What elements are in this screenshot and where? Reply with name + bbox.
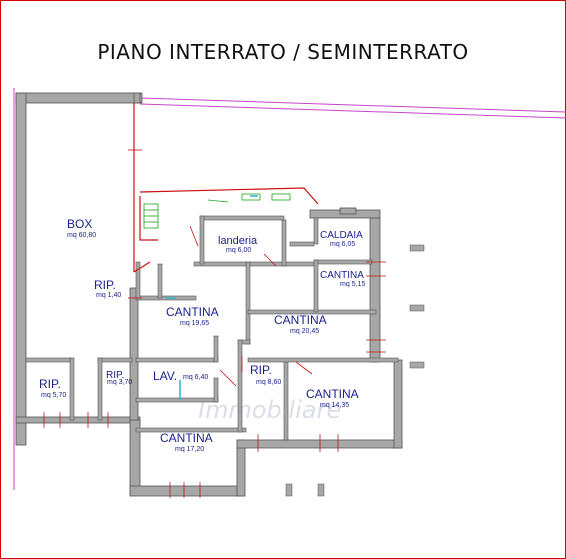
room-box-area: mq 60,80 [67,232,96,239]
interior-walls [25,215,399,441]
vents [166,195,258,400]
room-cantina4-name: CANTINA [306,387,359,401]
room-lav-area: mq 6,40 [183,374,208,381]
room-rip3-name: RIP. [106,370,124,381]
room-box-name: BOX [67,217,92,231]
room-cantina3-name: CANTINA [274,313,327,327]
room-rip1-area: mq 1,40 [96,292,121,299]
room-rip4-area: mq 8,60 [256,379,281,386]
property-boundary [13,88,566,490]
room-rip4-name: RIP. [250,363,272,377]
outer-walls [15,92,403,497]
stairs [143,193,291,229]
room-cantina1-area: mq 19,65 [180,320,209,327]
room-cantina2-name: CANTINA [320,270,364,281]
openings [43,149,386,498]
room-caldaia-area: mq 6,05 [330,241,355,248]
room-rip2-area: mq 5,70 [41,392,66,399]
room-lavanderia-name: landeria [218,235,258,247]
room-cantina1-name: CANTINA [166,305,219,319]
ramp-outline [133,103,319,273]
room-lavanderia-area: mq 6,00 [226,247,251,254]
page-title: PIANO INTERRATO / SEMINTERRATO [97,40,469,64]
room-cantina5-name: CANTINA [160,431,213,445]
external-posts [285,244,425,497]
room-cantina2-area: mq 5,15 [340,281,365,288]
room-lav-name: LAV. [153,369,177,383]
room-cantina3-area: mq 20,45 [290,328,319,335]
room-labels: BOX mq 60,80 RIP. mq 1,40 RIP. mq 5,70 R… [39,217,365,453]
room-caldaia-name: CALDAIA [320,230,363,241]
room-rip2-name: RIP. [39,377,61,391]
room-cantina4-area: mq 14,35 [320,402,349,409]
watermark: Immobiliare [198,396,341,424]
room-cantina5-area: mq 17,20 [175,446,204,453]
room-rip1-name: RIP. [94,278,116,292]
room-rip3-area: mq 3,70 [107,379,132,386]
